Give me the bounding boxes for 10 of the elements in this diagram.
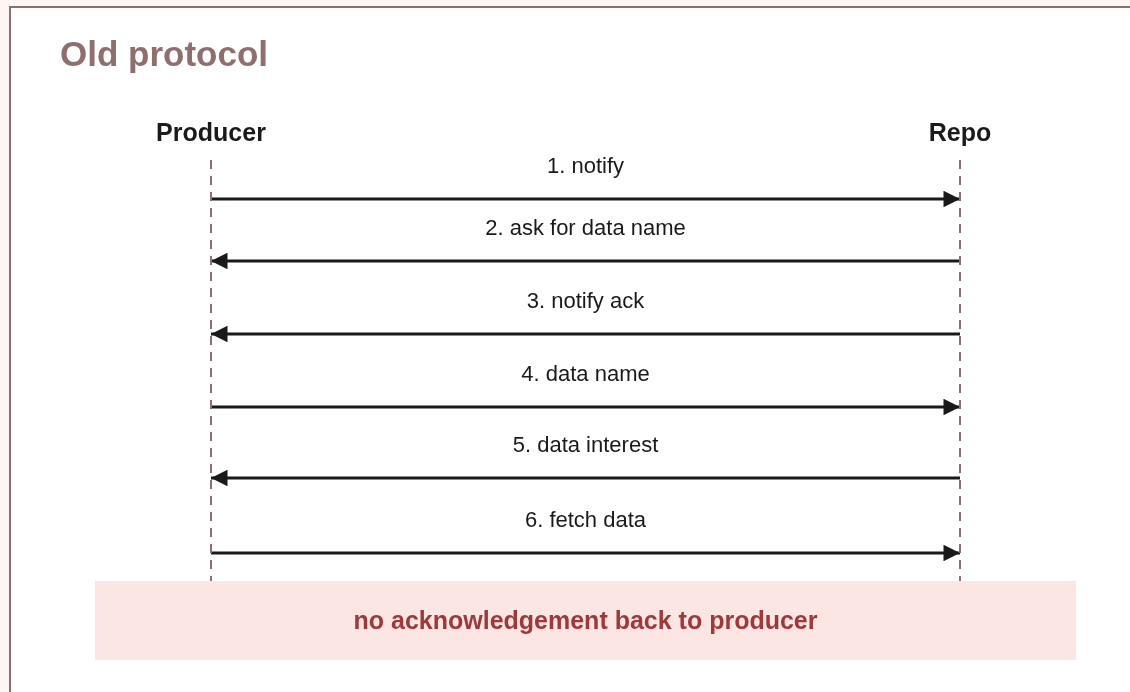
message-arrow: [211, 544, 960, 562]
message-arrow: [211, 469, 960, 487]
note-banner: no acknowledgement back to producer: [95, 581, 1076, 660]
participant-label: Repo: [928, 117, 992, 148]
message-arrow: [211, 252, 960, 270]
diagram-title: Old protocol: [60, 34, 269, 74]
message-arrow: [211, 190, 960, 208]
message-arrow: [211, 398, 960, 416]
participant-label: Producer: [156, 117, 266, 148]
message-arrow: [211, 325, 960, 343]
